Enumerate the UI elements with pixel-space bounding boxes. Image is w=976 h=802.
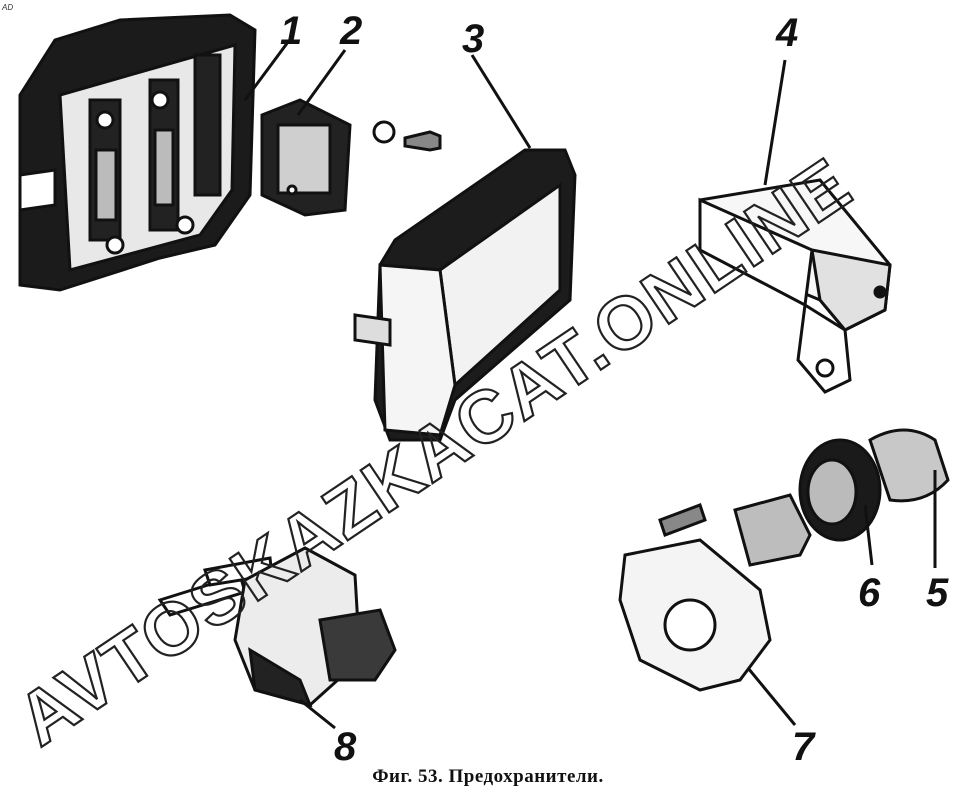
leader-line-1 [243,41,290,101]
callout-2: 2 [339,9,362,53]
part-1-fuse-block [18,13,257,292]
part-8-hex-fuse [157,546,397,708]
callout-5: 5 [926,571,949,615]
leader-line-3 [470,54,532,149]
leader-line-6 [863,504,874,566]
callout-6: 6 [858,571,881,615]
part-3-fuse-cover [353,148,577,442]
leader-line-7 [746,667,797,726]
callout-4: 4 [775,11,798,55]
figure-caption: Фиг. 53. Предохранители. [372,766,604,787]
corner-mark: AD [1,3,13,12]
screw-and-washer [372,120,442,152]
part-6-threaded-ring [798,438,882,542]
part-4-thermal-fuse [698,178,892,394]
callout-3: 3 [462,17,484,61]
callout-7: 7 [792,725,816,769]
leader-lines [243,41,937,730]
callout-8: 8 [334,725,357,769]
part-7-fuse-holder [618,493,812,692]
leader-line-8 [299,698,336,730]
leader-line-4 [763,59,787,186]
callout-1: 1 [280,9,302,53]
leader-line-2 [296,49,347,116]
part-5-fuse-cap [868,428,950,503]
part-2-fuse-insert [260,98,352,217]
